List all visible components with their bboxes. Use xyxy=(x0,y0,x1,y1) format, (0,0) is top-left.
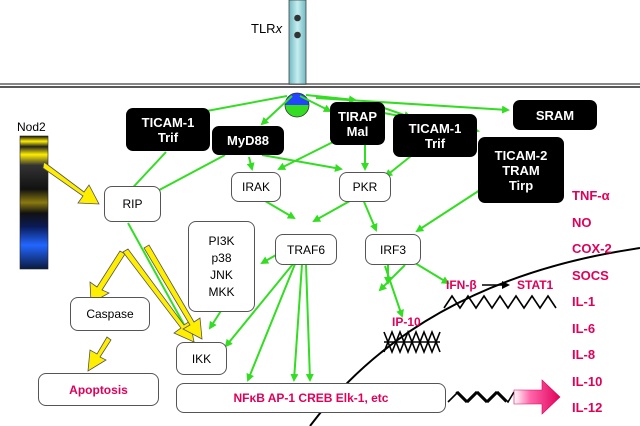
output-socs: SOCS xyxy=(572,267,609,283)
tirap-label: TIRAP xyxy=(338,108,377,124)
nod2-label: Nod2 xyxy=(17,120,46,134)
ikk-node: IKK xyxy=(176,342,227,375)
rip-label: RIP xyxy=(122,197,143,211)
irak-label: IRAK xyxy=(241,180,270,194)
stat1-label: STAT1 xyxy=(517,278,554,292)
output-il10: IL-10 xyxy=(572,373,603,389)
adaptor-hub-icon xyxy=(284,92,310,118)
caspase-node: Caspase xyxy=(70,297,150,331)
ticam1-trif-left: TICAM-1 Trif xyxy=(126,108,210,151)
sram-label: SRAM xyxy=(535,107,575,123)
output-mediators-list: TNF-α NO COX-2 SOCS IL-1 IL-6 IL-8 IL-10… xyxy=(572,183,640,422)
output-il12: IL-12 xyxy=(572,400,603,415)
tlr-suffix: x xyxy=(275,21,283,36)
ticam1-right-line1: TICAM-1 xyxy=(408,120,462,136)
output-il6: IL-6 xyxy=(572,320,596,336)
ticam2-line2: TRAM xyxy=(502,162,540,178)
ifn-beta-label: IFN-β xyxy=(446,278,477,292)
p38-label: p38 xyxy=(211,250,232,265)
irf3-arrows xyxy=(384,259,450,318)
myd88-box: MyD88 xyxy=(212,126,284,155)
nod2-bar xyxy=(19,135,49,270)
yellow-arrows xyxy=(42,161,203,372)
kinases-node: PI3K p38 JNK MKK xyxy=(188,221,255,312)
output-il8: IL-8 xyxy=(572,347,596,362)
cell-membrane xyxy=(0,83,640,88)
traf6-node: TRAF6 xyxy=(275,234,337,265)
jnk-label: JNK xyxy=(210,267,233,282)
tlr-label: TLRx xyxy=(251,21,282,36)
tirap-mal-box: TIRAP Mal xyxy=(330,102,385,145)
pkr-label: PKR xyxy=(352,180,378,194)
output-arrow xyxy=(513,379,561,415)
ticam2-line1: TICAM-2 xyxy=(494,147,548,163)
transcription-factors-bar: NFκB AP-1 CREB Elk-1, etc xyxy=(176,383,446,413)
irf3-label: IRF3 xyxy=(379,242,406,257)
ticam1-left-line1: TICAM-1 xyxy=(141,114,195,130)
pkr-node: PKR xyxy=(339,172,391,202)
dna-zigzags xyxy=(383,294,557,404)
tf-bar-label: NFκB AP-1 CREB Elk-1, etc xyxy=(233,391,389,405)
output-tnf-alpha: TNF-α xyxy=(572,188,610,203)
ticam2-tram-tirp-box: TICAM-2 TRAM Tirp xyxy=(478,137,564,203)
rip-node: RIP xyxy=(104,186,161,222)
ticam1-right-line2: Trif xyxy=(424,135,446,151)
ticam1-left-line2: Trif xyxy=(157,129,179,145)
traf6-label: TRAF6 xyxy=(286,242,325,257)
ikk-label: IKK xyxy=(191,351,212,366)
mkk-label: MKK xyxy=(208,284,235,299)
pi3k-label: PI3K xyxy=(208,233,235,248)
output-no: NO xyxy=(572,214,592,230)
sram-box: SRAM xyxy=(513,100,597,130)
tlr-prefix: TLR xyxy=(251,21,276,36)
irak-node: IRAK xyxy=(231,172,281,202)
caspase-label: Caspase xyxy=(86,307,134,321)
myd88-label: MyD88 xyxy=(227,133,269,148)
apoptosis-label: Apoptosis xyxy=(69,382,128,397)
ip10-label: IP-10 xyxy=(392,315,421,329)
mal-label: Mal xyxy=(346,123,369,139)
ticam2-line3: Tirp xyxy=(508,177,534,193)
irf3-node: IRF3 xyxy=(365,234,421,265)
tlr-receptor xyxy=(288,0,307,85)
output-il1: IL-1 xyxy=(572,294,596,309)
apoptosis-node: Apoptosis xyxy=(38,373,159,406)
output-cox2: COX-2 xyxy=(572,241,612,256)
ticam1-trif-right: TICAM-1 Trif xyxy=(393,114,477,157)
